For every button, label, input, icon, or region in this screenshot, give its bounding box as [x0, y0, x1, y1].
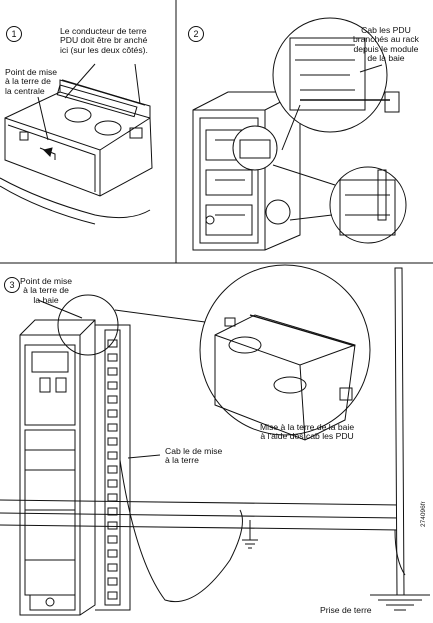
label-bay-ground-point: Point de mise à la terre de la baie: [20, 276, 73, 305]
panel-2-detail-small: [265, 199, 291, 225]
leader-detail-top: [281, 104, 301, 151]
rack-slot: [107, 339, 118, 348]
panel-3-detail: [199, 264, 371, 441]
leader-ground-cable: [127, 454, 161, 459]
panel-3-rack: [19, 319, 131, 616]
panel-3-detail-origin: [57, 294, 119, 356]
label-central-ground-point: Point de mise à la terre de la centrale: [5, 67, 58, 96]
rack-slot: [107, 535, 118, 544]
rack-slot: [107, 493, 118, 502]
rack-slot: [107, 451, 118, 460]
leader-ground-conductor-1: [64, 63, 96, 99]
rack-slot: [107, 437, 118, 446]
label-pdu-cables: Cab les PDU branchés au rack depuis le m…: [353, 25, 419, 64]
step-number-2: 2: [188, 26, 204, 42]
label-ground-conductor: Le conducteur de terre PDU doit être br …: [60, 26, 148, 55]
leader-detail-zoom: [114, 309, 206, 323]
rack-slot: [107, 409, 118, 418]
rack-slot-ladder: [107, 339, 118, 600]
leader-central-ground: [37, 96, 49, 141]
leader-bay-ground: [37, 299, 83, 319]
ground-symbol-rod: [370, 594, 430, 611]
rack-slot: [107, 465, 118, 474]
floor-beam: [0, 499, 401, 531]
ground-rod: [394, 267, 405, 596]
leader-pdu-cables: [359, 64, 383, 73]
rack-slot: [107, 507, 118, 516]
rack-slot: [107, 563, 118, 572]
panel-2-detail-mid: [232, 125, 278, 171]
rack-slot: [107, 367, 118, 376]
ground-symbol-floor: [242, 520, 258, 549]
leader-detail-mid: [272, 164, 336, 186]
label-bay-ground-via-pdu: Mise à la terre de la baie à l'aide des …: [260, 422, 355, 442]
step-number-3: 3: [4, 277, 20, 293]
leader-ground-conductor-2: [134, 63, 141, 105]
rack-slot: [107, 395, 118, 404]
panel-2-cabinet: [192, 91, 301, 251]
panel-1-tray: [0, 79, 153, 225]
label-ground-rod: Prise de terre: [320, 605, 372, 615]
rack-slot: [107, 353, 118, 362]
rack-slot: [107, 479, 118, 488]
rack-slot: [107, 423, 118, 432]
rack-slot: [107, 549, 118, 558]
leader-detail-bottom: [289, 214, 333, 221]
rack-slot: [107, 591, 118, 600]
label-ground-cable: Cab le de mise à la terre: [165, 446, 223, 466]
rack-slot: [107, 381, 118, 390]
panel-2-detail-bottom: [329, 166, 407, 244]
figure-id: 274096fr: [420, 501, 427, 527]
rack-slot: [107, 577, 118, 586]
rack-slot: [107, 521, 118, 530]
panel-2-detail-top: [272, 17, 400, 133]
rod-cable: [394, 529, 406, 576]
ground-screw-icon: [43, 147, 53, 157]
step-number-1: 1: [6, 26, 22, 42]
ground-cable: [119, 459, 243, 603]
